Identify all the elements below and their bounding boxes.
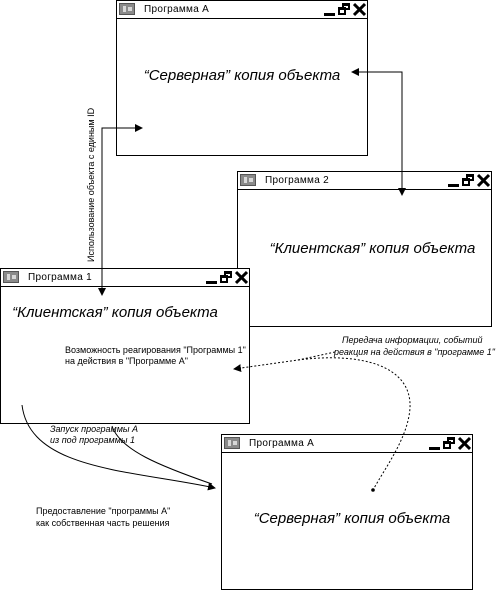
minimize-icon[interactable] (323, 2, 336, 17)
launch-note-line1: Запуск программы А (50, 424, 139, 434)
close-icon[interactable] (458, 436, 471, 451)
app-icon (119, 3, 135, 15)
server-client-connector (351, 68, 406, 196)
client-copy-text: “Клиентская” копия объекта (269, 240, 476, 257)
window-title: Программа А (249, 438, 315, 449)
reaction-note-line1: Возможность реагирования "Программы 1" (65, 345, 246, 355)
window-title: Программа А (144, 4, 210, 15)
close-icon[interactable] (235, 270, 248, 285)
transfer-note-line1: Передача информации, событий (342, 335, 483, 345)
close-icon[interactable] (477, 173, 490, 188)
shared-object-connector (98, 124, 143, 296)
window-title: Программа 2 (265, 175, 330, 186)
title-bar: Программа А (117, 1, 367, 19)
transfer-dotted-curve (297, 357, 411, 491)
maximize-icon[interactable] (220, 270, 233, 285)
minimize-icon[interactable] (205, 270, 218, 285)
window-program-a-bottom: Программа А “Серверная” копия объекта (221, 434, 473, 590)
client-copy-text: “Клиентская” копия объекта (12, 304, 218, 321)
server-copy-text: “Серверная” копия объекта (143, 67, 341, 84)
app-icon (240, 174, 256, 186)
app-icon (224, 437, 240, 449)
maximize-icon[interactable] (462, 173, 475, 188)
maximize-icon[interactable] (443, 436, 456, 451)
window-controls (447, 173, 490, 188)
close-icon[interactable] (353, 2, 366, 17)
window-controls (205, 270, 248, 285)
launch-curve (21, 404, 216, 491)
reaction-note-line2: на действия в "Программе А" (65, 356, 188, 366)
provide-curve (111, 425, 213, 485)
title-bar: Программа А (222, 435, 472, 453)
maximize-icon[interactable] (338, 2, 351, 17)
provide-note-line1: Предоставление "программы А" (36, 506, 171, 516)
provide-note-line2: как собственная часть решения (36, 518, 170, 528)
window-program-a-top: Программа А “Серверная” копия объекта (116, 0, 368, 156)
minimize-icon[interactable] (428, 436, 441, 451)
minimize-icon[interactable] (447, 173, 460, 188)
transfer-note-line2: реакция на действия в "программе 1" (334, 347, 495, 357)
window-controls (428, 436, 471, 451)
server-copy-text: “Серверная” копия объекта (253, 510, 451, 527)
transfer-dotted-arrow (233, 351, 336, 372)
window-title: Программа 1 (28, 272, 93, 283)
app-icon (3, 271, 19, 283)
dot-endpoint (371, 488, 375, 492)
window-controls (323, 2, 366, 17)
launch-note-line2: из под программы 1 (50, 435, 136, 445)
